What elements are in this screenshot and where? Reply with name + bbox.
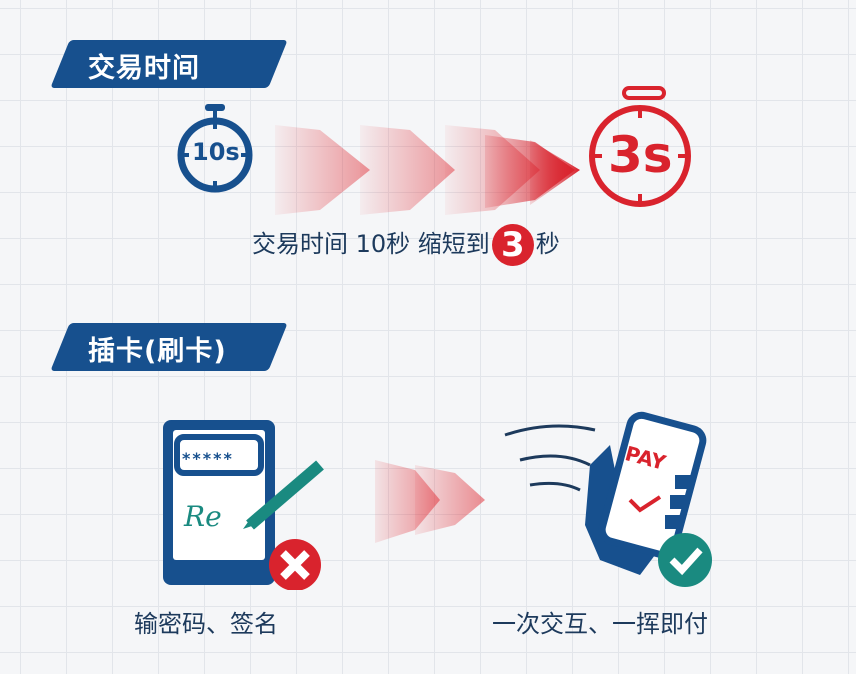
timer-3s-label: 3s [608,126,673,184]
phone-tap-pay-icon [504,411,712,587]
section-title-transaction-time: 交易时间 [88,53,200,84]
stopwatch-10s-icon [177,104,253,193]
right-caption: 一次交互、一挥即付 [492,610,708,638]
arrows-speedup-icon [275,125,580,215]
password-mask: ***** [182,449,234,468]
caption-number-badge: 3 [491,224,534,266]
signature-text: Re [184,500,222,533]
section-title-card-insert: 插卡(刷卡) [88,336,227,367]
timer-10s-label: 10s [192,138,240,166]
left-caption: 输密码、签名 [134,610,278,638]
stopwatch-3s-icon [589,86,691,207]
pos-terminal-signature-icon [163,420,324,590]
arrow-transition-icon [375,460,485,543]
caption-suffix: 秒 [535,230,560,258]
caption-prefix: 交易时间 10秒 缩短到 [252,230,490,258]
